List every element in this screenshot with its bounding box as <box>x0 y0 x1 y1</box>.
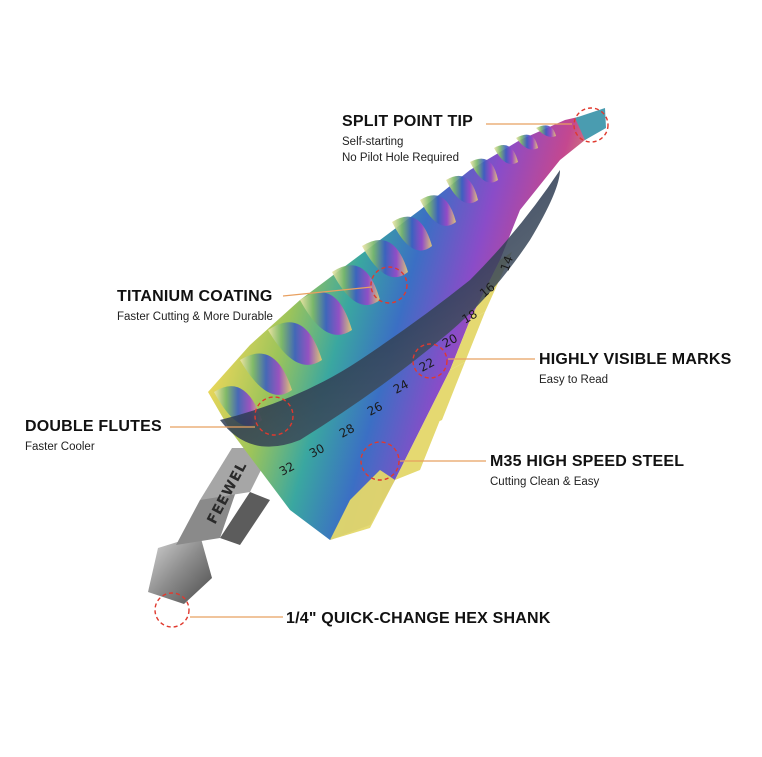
tip-highlight <box>573 107 609 143</box>
coating-highlight <box>370 266 408 304</box>
callout-title: DOUBLE FLUTES <box>25 418 162 435</box>
flute-channel <box>220 170 560 447</box>
shank-highlight <box>154 592 190 628</box>
marks-highlight <box>412 343 448 379</box>
callout-subtitle: No Pilot Hole Required <box>342 152 459 165</box>
step-mark: 14 <box>498 254 516 273</box>
step-mark: 20 <box>440 331 460 351</box>
callout-split-point-tip: SPLIT POINT TIP Self-starting No Pilot H… <box>342 112 473 166</box>
callout-subtitle: Self-starting <box>342 136 404 148</box>
steel-highlight <box>360 441 400 481</box>
callout-title: 1/4" QUICK-CHANGE HEX SHANK <box>286 610 551 627</box>
callout-titanium-coating: TITANIUM COATING Faster Cutting & More D… <box>117 287 273 324</box>
callout-title: TITANIUM COATING <box>117 288 273 305</box>
flutes-highlight <box>254 396 294 436</box>
step-mark: 24 <box>391 377 411 397</box>
step-mark: 22 <box>417 355 437 375</box>
callout-subtitle: Cutting Clean & Easy <box>490 476 600 488</box>
callout-title: SPLIT POINT TIP <box>342 113 474 130</box>
step-mark: 32 <box>277 459 297 479</box>
callout-title: M35 HIGH SPEED STEEL <box>490 453 685 470</box>
split-tip <box>575 108 606 140</box>
callout-highly-visible-marks: HIGHLY VISIBLE MARKS Easy to Read <box>539 350 731 387</box>
drill-cone <box>208 108 606 540</box>
step-mark: 30 <box>307 441 327 461</box>
step-mark: 18 <box>460 307 480 327</box>
callout-m35-high-speed-steel: M35 HIGH SPEED STEEL Cutting Clean & Eas… <box>490 452 684 489</box>
callout-double-flutes: DOUBLE FLUTES Faster Cooler <box>25 417 162 454</box>
callout-title: HIGHLY VISIBLE MARKS <box>539 351 732 368</box>
step-marks: 14 16 18 20 22 24 26 28 30 32 <box>277 254 516 479</box>
highlight-circles <box>154 107 609 628</box>
callout-subtitle: Faster Cutting & More Durable <box>117 311 273 323</box>
callout-subtitle: Easy to Read <box>539 374 609 386</box>
callout-hex-shank: 1/4" QUICK-CHANGE HEX SHANK <box>286 609 551 629</box>
step-mark: 26 <box>365 399 385 419</box>
hex-shank: FEEWEL <box>148 448 272 604</box>
leader-lines <box>170 123 572 618</box>
step-mark: 28 <box>337 421 357 441</box>
step-ridges <box>214 125 556 426</box>
callout-subtitle: Faster Cooler <box>25 441 95 453</box>
